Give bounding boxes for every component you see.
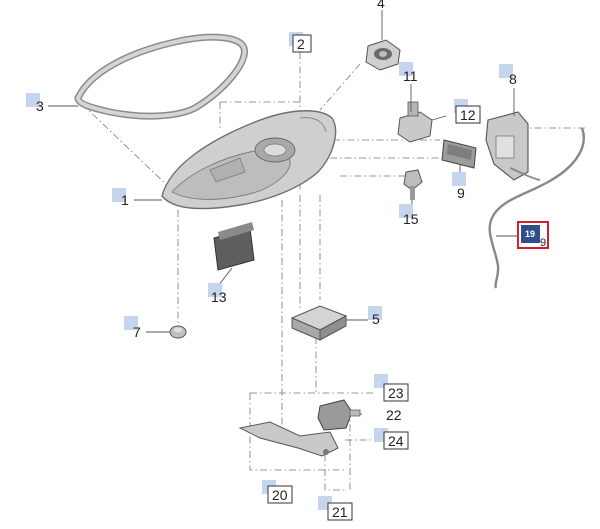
label-box-23 [383,383,409,402]
label-9[interactable]: 9 [457,185,465,201]
label-13[interactable]: 13 [211,289,227,305]
part-13-control-module [213,222,255,271]
leader-lines [48,10,520,415]
label-3[interactable]: 3 [36,98,44,114]
label-15[interactable]: 15 [403,211,419,227]
label-1[interactable]: 1 [121,192,129,208]
label-23[interactable]: 23 [388,385,404,401]
part-15-socket [403,169,423,200]
part-8-bracket [485,111,529,181]
label-box-2 [292,34,312,53]
label-box-12 [455,105,481,124]
label-2[interactable]: 2 [297,36,305,52]
part-22-bracket [317,399,361,431]
label-12[interactable]: 12 [460,107,476,123]
assembly-lines [81,52,585,491]
part-5-ballast [290,305,348,341]
label-box-21 [327,502,353,521]
label-21[interactable]: 21 [332,504,348,520]
part-1-headlamp-housing [161,110,337,210]
label-8[interactable]: 8 [509,71,517,87]
label-24[interactable]: 24 [388,433,404,449]
part-7-grommet [169,325,187,339]
part-4-cap [365,39,401,71]
label-19[interactable]: 19 [525,229,535,239]
label-box-20 [267,485,293,504]
label-4[interactable]: 4 [377,0,385,11]
part-9-module [441,139,477,169]
highlight-tag-19 [521,225,540,243]
label-22[interactable]: 22 [386,407,402,423]
label-box-24 [383,431,409,450]
part-20-bracket-plate [238,421,339,457]
label-7[interactable]: 7 [133,324,141,340]
part-11-connector [397,101,433,143]
label-19-sub[interactable]: 9 [540,237,546,249]
part-3-trim-ring [74,33,248,120]
label-5[interactable]: 5 [372,311,380,327]
label-11[interactable]: 11 [403,68,418,84]
label-20[interactable]: 20 [272,487,288,503]
part-19-wiring-harness [488,127,585,289]
